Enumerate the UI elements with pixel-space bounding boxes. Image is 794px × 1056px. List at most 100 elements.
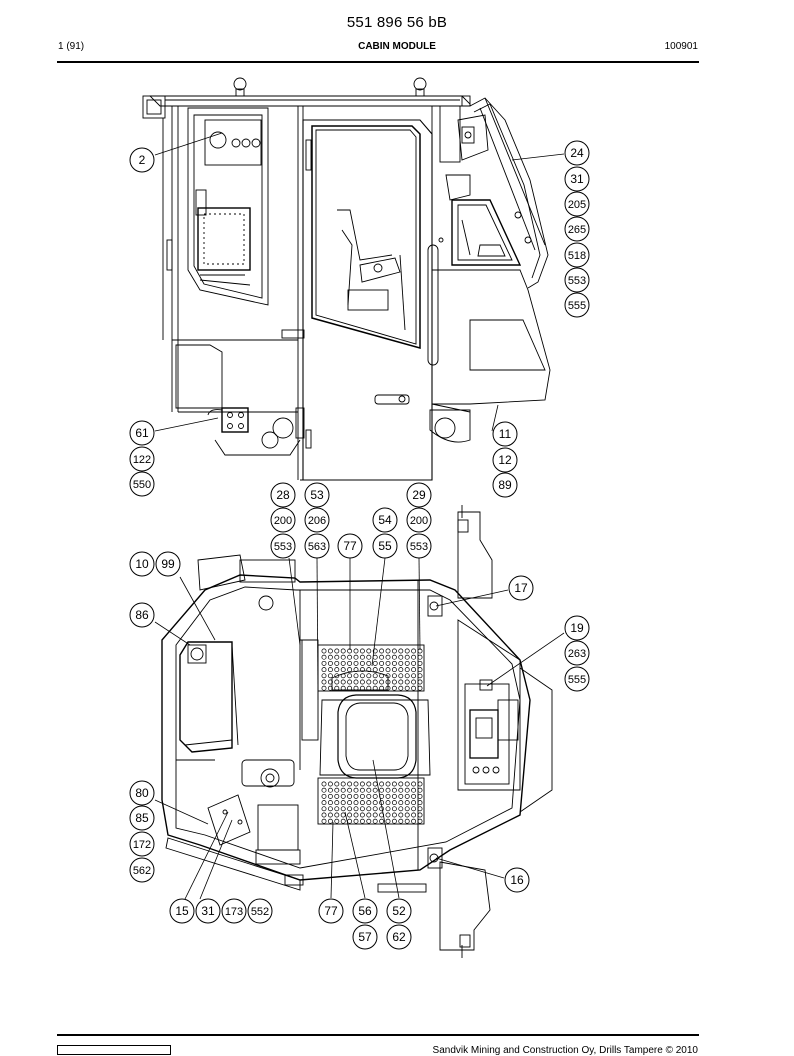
perforation-hole	[391, 685, 397, 691]
callout-circle	[270, 482, 296, 508]
perforation-hole	[359, 787, 365, 793]
perforation-hole	[379, 673, 385, 679]
callout-circle	[337, 533, 363, 559]
callout-label: 265	[568, 224, 586, 236]
perforation-hole	[417, 654, 423, 660]
callout-12: 12	[492, 447, 518, 473]
perforation-hole	[353, 685, 359, 691]
perforation-hole	[404, 787, 410, 793]
page-indicator: 1 (91)	[58, 41, 85, 52]
callout-circle	[129, 446, 155, 472]
perforation-hole	[334, 787, 340, 793]
perforation-hole	[417, 812, 423, 818]
perforation-hole	[334, 781, 340, 787]
perforation-hole	[340, 673, 346, 679]
leader-lines	[154, 132, 565, 900]
callout-circle	[564, 140, 590, 166]
perforation-hole	[366, 654, 372, 660]
perforation-hole	[372, 673, 378, 679]
perforation-hole	[417, 818, 423, 824]
callout-label: 263	[568, 648, 586, 660]
perforation-hole	[411, 806, 417, 812]
callout-circle	[304, 482, 330, 508]
perforation-hole	[353, 793, 359, 799]
sandvik-logo	[57, 1045, 171, 1055]
callout-circle	[564, 191, 590, 217]
perforation-hole	[353, 673, 359, 679]
callout-label: 122	[133, 454, 151, 466]
perforation-hole	[398, 781, 404, 787]
callout-label: 555	[568, 674, 586, 686]
callout-label: 563	[308, 541, 326, 553]
callout-86: 86	[129, 602, 155, 628]
perforation-hole	[404, 818, 410, 824]
perforation-hole	[372, 781, 378, 787]
callout-circle	[564, 640, 590, 666]
perforation-hole	[347, 812, 353, 818]
callout-circle	[508, 575, 534, 601]
callout-77: 77	[337, 533, 363, 559]
perforation-hole	[391, 667, 397, 673]
callout-99: 99	[155, 551, 181, 577]
callout-circle	[129, 831, 155, 857]
callout-17: 17	[508, 575, 534, 601]
perforation-hole	[411, 812, 417, 818]
perforation-hole	[353, 679, 359, 685]
perforation-hole	[340, 660, 346, 666]
callout-circle	[270, 533, 296, 559]
perforation-hole	[411, 800, 417, 806]
perforation-hole	[372, 648, 378, 654]
callout-label: 31	[570, 172, 584, 186]
perforation-hole	[334, 648, 340, 654]
callout-circle	[129, 857, 155, 883]
perforation-hole	[372, 800, 378, 806]
perforation-hole	[385, 806, 391, 812]
callout-10: 10	[129, 551, 155, 577]
perforation-hole	[340, 648, 346, 654]
perforation-hole	[334, 818, 340, 824]
callout-label: 553	[568, 275, 586, 287]
perforation-hole	[404, 812, 410, 818]
perforation-hole	[391, 806, 397, 812]
perforation-hole	[385, 667, 391, 673]
callout-label: 200	[410, 515, 428, 527]
perforation-hole	[340, 679, 346, 685]
perforation-hole	[411, 648, 417, 654]
callout-label: 2	[139, 153, 146, 167]
perforation-hole	[359, 654, 365, 660]
perforation-hole	[417, 806, 423, 812]
perforation-hole	[391, 781, 397, 787]
callout-label: 562	[133, 865, 151, 877]
perforation-hole	[321, 800, 327, 806]
perforation-hole	[372, 806, 378, 812]
callout-circle	[386, 898, 412, 924]
callout-label: 52	[392, 904, 406, 918]
perforation-hole	[353, 667, 359, 673]
perforation-hole	[340, 787, 346, 793]
perforation-hole	[398, 673, 404, 679]
callout-31: 31	[564, 166, 590, 192]
perforation-hole	[372, 667, 378, 673]
perforation-hole	[327, 812, 333, 818]
perforation-hole	[327, 818, 333, 824]
perforation-hole	[398, 660, 404, 666]
callout-label: 53	[310, 488, 324, 502]
callout-552: 552	[247, 898, 273, 924]
perforation-hole	[385, 673, 391, 679]
perforation-hole	[334, 654, 340, 660]
callout-label: 15	[175, 904, 189, 918]
perforation-hole	[391, 660, 397, 666]
perforation-hole	[353, 787, 359, 793]
perforation-hole	[391, 818, 397, 824]
perforation-hole	[404, 685, 410, 691]
perforation-hole	[347, 679, 353, 685]
callout-122: 122	[129, 446, 155, 472]
perforation-hole	[385, 654, 391, 660]
callout-label: 17	[514, 581, 528, 595]
perforation-hole	[359, 800, 365, 806]
callout-555: 555	[564, 666, 590, 692]
callout-circle	[304, 533, 330, 559]
perforation-hole	[411, 818, 417, 824]
callout-label: 172	[133, 839, 151, 851]
